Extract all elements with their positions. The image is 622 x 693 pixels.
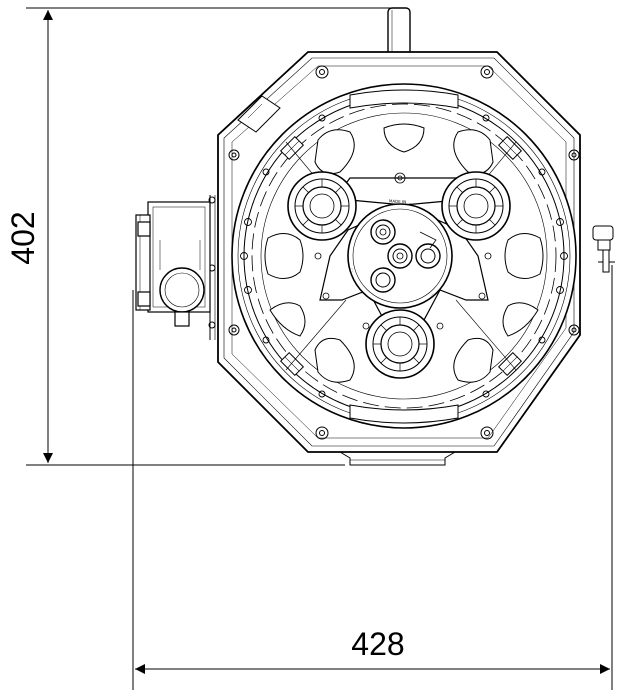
diagonal-clamps — [279, 135, 523, 377]
plate-label-middle: ... — [351, 267, 357, 272]
height-dimension: 402 — [5, 7, 400, 466]
bottom-foot — [338, 451, 457, 466]
plate-label-lower: ... — [428, 292, 434, 298]
right-pin — [592, 225, 615, 273]
width-dimension: 428 — [132, 265, 613, 690]
height-dimension-label: 402 — [5, 211, 41, 264]
rotor-top-right — [441, 171, 511, 241]
plate-label-upper: MADE IN ... — [389, 198, 412, 204]
device-body — [135, 7, 615, 466]
hub — [347, 203, 453, 309]
width-dimension-label: 428 — [351, 626, 404, 662]
side-connector — [135, 201, 211, 327]
top-left-tab — [237, 95, 281, 133]
clamp-bars — [349, 89, 459, 424]
rotor-bottom — [365, 309, 435, 379]
plate-labels: MADE IN ... ... ... — [351, 198, 434, 298]
rotor-top-left — [287, 171, 357, 241]
lobes — [264, 123, 544, 383]
